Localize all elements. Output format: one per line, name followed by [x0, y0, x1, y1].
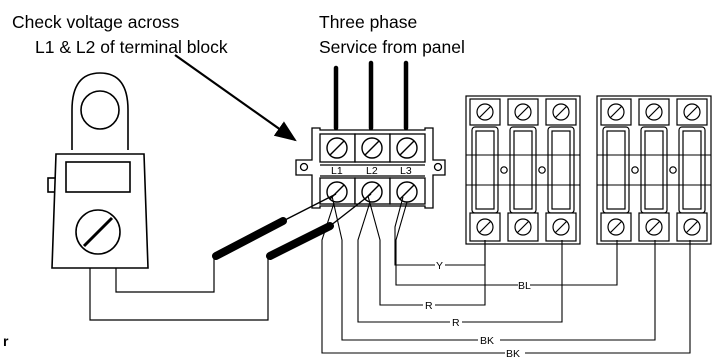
clamp-meter [47, 72, 149, 269]
check-voltage-caption-line2: L1 & L2 of terminal block [35, 37, 228, 57]
edge-text-fragment: r [3, 333, 9, 349]
service-wires [333, 60, 409, 131]
terminal-label-l1: L1 [331, 165, 343, 177]
wire-label-bk-1: BK [480, 335, 494, 347]
wire-label-r-2: R [452, 317, 460, 329]
wire-label-bl: BL [518, 280, 531, 292]
meter-leads [89, 258, 269, 321]
wire-label-bk-2: BK [506, 348, 520, 358]
test-probes [212, 217, 334, 260]
service-caption-line2: Service from panel [319, 37, 465, 57]
check-voltage-caption-line1: Check voltage across [12, 12, 180, 32]
terminal-label-l3: L3 [400, 165, 412, 177]
terminal-label-l2: L2 [366, 165, 378, 177]
fuse-block-right [596, 95, 712, 245]
fuse-wiring [321, 195, 691, 354]
fuse-block-left [465, 95, 581, 245]
pointer-arrow [174, 54, 297, 142]
service-caption-line1: Three phase [319, 12, 418, 32]
wire-label-y: Y [436, 260, 443, 272]
wire-label-r-1: R [425, 300, 433, 312]
probe-tips [282, 193, 372, 227]
terminal-screws [326, 137, 418, 203]
